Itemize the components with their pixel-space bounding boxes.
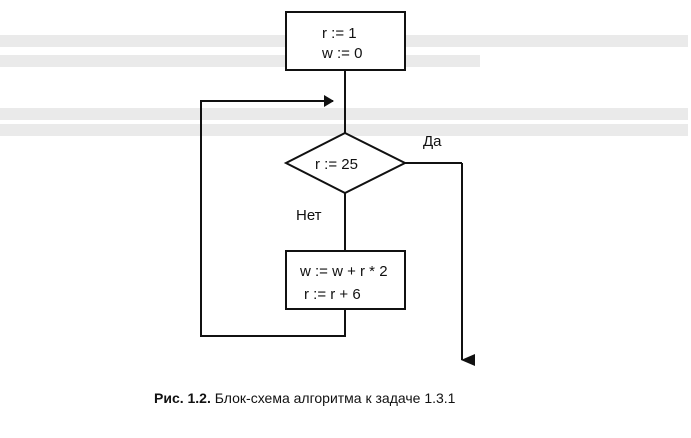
loop-block-line-2: r := r + 6 — [304, 286, 361, 303]
loop-process-block — [285, 250, 406, 310]
yes-branch-label: Да — [423, 133, 442, 150]
no-branch-label: Нет — [296, 207, 322, 224]
loop-return-arrow — [200, 95, 346, 337]
start-block-line-2: w := 0 — [321, 45, 362, 62]
loop-block-line-1: w := w + r * 2 — [299, 263, 388, 280]
figure-number: Рис. 1.2. — [154, 390, 211, 406]
start-process-block — [285, 11, 406, 71]
condition-text: r := 25 — [315, 156, 358, 173]
figure-description: Блок-схема алгоритма к задаче 1.3.1 — [214, 390, 456, 406]
figure-caption: Рис. 1.2. Блок-схема алгоритма к задаче … — [154, 389, 554, 407]
start-block-line-1: r := 1 — [322, 25, 357, 42]
